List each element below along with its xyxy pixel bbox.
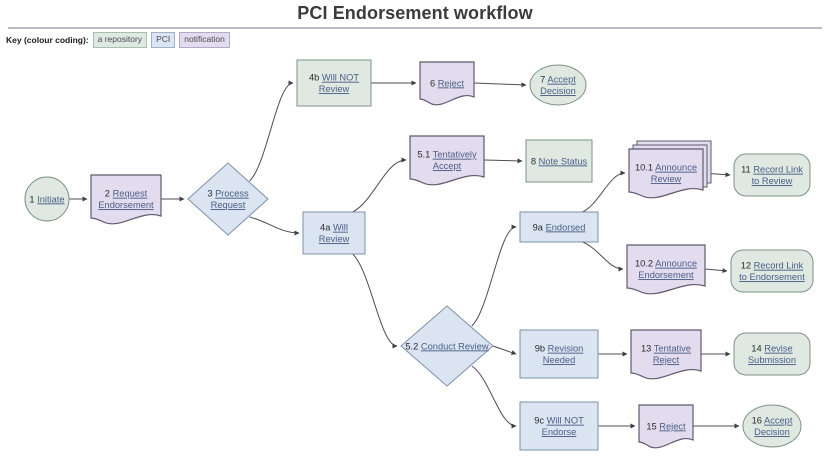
doc-shape xyxy=(638,404,694,449)
key-chip-repository: a repository xyxy=(92,32,148,48)
key-chip-notification: notification xyxy=(179,32,230,48)
rect-shape xyxy=(525,139,593,183)
edge-9a-to-10.2 xyxy=(582,241,624,272)
doc-shape xyxy=(626,244,706,295)
node-8[interactable]: 8 Note Status xyxy=(525,139,593,183)
doc-shape xyxy=(409,135,485,186)
doc-shape xyxy=(90,174,162,225)
node-6[interactable]: 6 Reject xyxy=(419,61,475,106)
rounded-shape xyxy=(730,249,814,293)
edge-5.2-to-9c xyxy=(471,365,517,429)
node-1[interactable]: 1 Initiate xyxy=(24,176,70,222)
page-title: PCI Endorsement workflow xyxy=(297,3,533,23)
edge-3-to-4b xyxy=(249,80,294,182)
edge-4a-to-5.2 xyxy=(352,253,398,349)
rounded-shape xyxy=(733,153,811,197)
node-15[interactable]: 15 Reject xyxy=(638,404,694,449)
doc-shape xyxy=(628,148,704,199)
node-label: 15 Reject xyxy=(646,421,686,431)
rounded-shape xyxy=(733,332,811,376)
edge-5.2-to-9b xyxy=(492,345,517,355)
node-label: 6 Reject xyxy=(430,78,465,88)
edge-4a-to-5.1 xyxy=(352,157,407,213)
ellipse-shape xyxy=(742,404,802,448)
diamond-shape xyxy=(187,162,269,236)
rect-shape xyxy=(519,401,599,451)
ellipse-shape xyxy=(529,64,587,106)
node-label: 9a Endorsed xyxy=(533,222,586,232)
rect-shape xyxy=(519,211,599,243)
edge-5.2-to-9a xyxy=(471,224,517,327)
key-label: Key (colour coding): xyxy=(6,34,89,45)
edge-5.1-to-8 xyxy=(483,158,523,164)
colour-coding-key: Key (colour coding): a repository PCI no… xyxy=(6,32,230,48)
node-5-2[interactable]: 5.2 Conduct Review xyxy=(400,305,494,387)
rect-shape xyxy=(296,59,372,107)
doc-shape xyxy=(630,329,702,380)
ellipse-shape xyxy=(24,176,70,222)
node-label: 1 Initiate xyxy=(29,194,64,204)
edge-3-to-4a xyxy=(249,216,300,236)
edge-10.2-to-12 xyxy=(704,268,728,274)
diamond-shape xyxy=(400,305,494,387)
edge-9a-to-10.1 xyxy=(582,170,626,213)
node-label: 8 Note Status xyxy=(531,156,588,166)
title-divider xyxy=(8,27,822,29)
rect-shape xyxy=(519,329,599,379)
rect-shape xyxy=(302,211,366,255)
node-9a[interactable]: 9a Endorsed xyxy=(519,211,599,243)
edge-6-to-7 xyxy=(473,82,527,88)
node-label: 5.2 Conduct Review xyxy=(405,341,488,351)
key-chip-pci: PCI xyxy=(151,32,176,48)
doc-shape xyxy=(419,61,475,106)
